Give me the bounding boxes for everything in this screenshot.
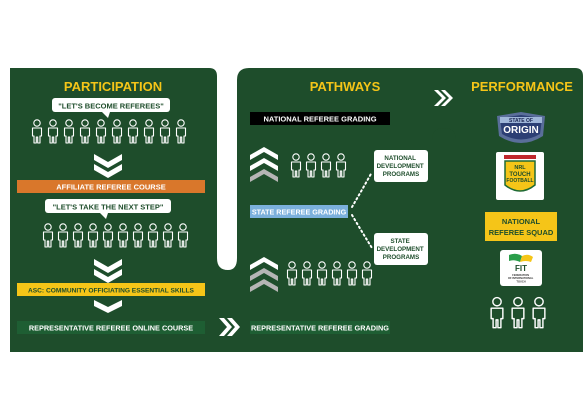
speech-bubble-next-step: "LET'S TAKE THE NEXT STEP" — [45, 199, 171, 219]
ntf-line-1: TOUCH — [509, 172, 530, 178]
squad-line-1: NATIONAL — [502, 217, 541, 226]
performance-panel — [430, 68, 583, 352]
squad-line-2: REFEREE SQUAD — [489, 228, 554, 237]
chevron-up-icon — [250, 147, 278, 182]
chevron-down-icon — [94, 154, 122, 178]
state-grading-bar: STATE REFEREE GRADING — [250, 205, 348, 218]
state-of-origin-logo: STATE OF ORIGIN — [497, 112, 545, 143]
chevron-right-icon — [219, 318, 240, 336]
fit-logo: FIT FEDERATION OF INTERNATIONAL TOUCH — [500, 250, 542, 286]
origin-line-1: STATE OF — [509, 118, 533, 124]
fit-brand: FIT — [515, 264, 527, 273]
national-programs-line-2: DEVELOPMENT — [377, 163, 424, 170]
bubble-2-text: "LET'S TAKE THE NEXT STEP" — [53, 203, 164, 212]
online-course-label: REPRESENTATIVE REFEREE ONLINE COURSE — [29, 324, 193, 333]
affiliate-course-bar: AFFILIATE REFEREE COURSE — [17, 180, 205, 193]
dotted-connectors — [351, 171, 373, 249]
pathways-heading: PATHWAYS — [310, 79, 381, 94]
state-grading-label: STATE REFEREE GRADING — [252, 208, 347, 217]
fit-text-1: FEDERATION — [512, 273, 529, 277]
chevron-down-icon — [94, 300, 122, 313]
asc-course-bar: ASC: COMMUNITY OFFICIATING ESSENTIAL SKI… — [17, 283, 205, 296]
state-programs-line-2: DEVELOPMENT — [377, 246, 424, 253]
state-programs-line-3: PROGRAMS — [383, 254, 419, 261]
national-development-programs: NATIONAL DEVELOPMENT PROGRAMS — [374, 150, 428, 182]
svg-text:FEDERATION OF INTERNATIO: FEDERATION OF INTERNATIONAL TOUCH — [508, 273, 534, 283]
participation-heading: PARTICIPATION — [64, 79, 162, 94]
svg-text:NATIONAL DEVELOPMENT: NATIONAL DEVELOPMENT PROGRAMS — [377, 155, 426, 178]
pathways-bottom-panel — [237, 250, 452, 352]
fit-text-3: TOUCH — [516, 279, 525, 283]
chevron-down-icon — [94, 259, 122, 283]
chevron-right-icon — [434, 90, 453, 106]
national-grading-label: NATIONAL REFEREE GRADING — [263, 115, 376, 124]
national-referee-squad: NATIONAL REFEREE SQUAD — [485, 212, 557, 241]
speech-bubble-become-referees: "LET'S BECOME REFEREES" — [52, 98, 170, 118]
chevron-up-icon — [250, 257, 278, 292]
state-programs-line-1: STATE — [390, 238, 409, 245]
representative-grading-bar: REPRESENTATIVE REFEREE GRADING — [250, 321, 390, 334]
origin-line-2: ORIGIN — [503, 125, 539, 136]
asc-course-label: ASC: COMMUNITY OFFICIATING ESSENTIAL SKI… — [28, 288, 195, 295]
ntf-line-2: FOOTBALL — [506, 178, 533, 184]
bubble-1-text: "LET'S BECOME REFEREES" — [58, 102, 164, 111]
performance-heading: PERFORMANCE — [471, 79, 573, 94]
ntf-brand: NRL — [514, 165, 526, 171]
online-course-bar: REPRESENTATIVE REFEREE ONLINE COURSE — [17, 321, 205, 334]
svg-text:STATE DEVELOPMENT: STATE DEVELOPMENT PROGRAMS — [377, 238, 426, 261]
state-development-programs: STATE DEVELOPMENT PROGRAMS — [374, 233, 428, 265]
national-programs-line-1: NATIONAL — [384, 155, 416, 162]
national-programs-line-3: PROGRAMS — [383, 171, 419, 178]
representative-grading-label: REPRESENTATIVE REFEREE GRADING — [251, 324, 389, 333]
fit-text-2: OF INTERNATIONAL — [508, 276, 534, 280]
affiliate-course-label: AFFILIATE REFEREE COURSE — [56, 183, 165, 192]
touch-football-logo: NRL TOUCH FOOTBALL — [496, 152, 544, 200]
national-grading-bar: NATIONAL REFEREE GRADING — [250, 112, 390, 125]
